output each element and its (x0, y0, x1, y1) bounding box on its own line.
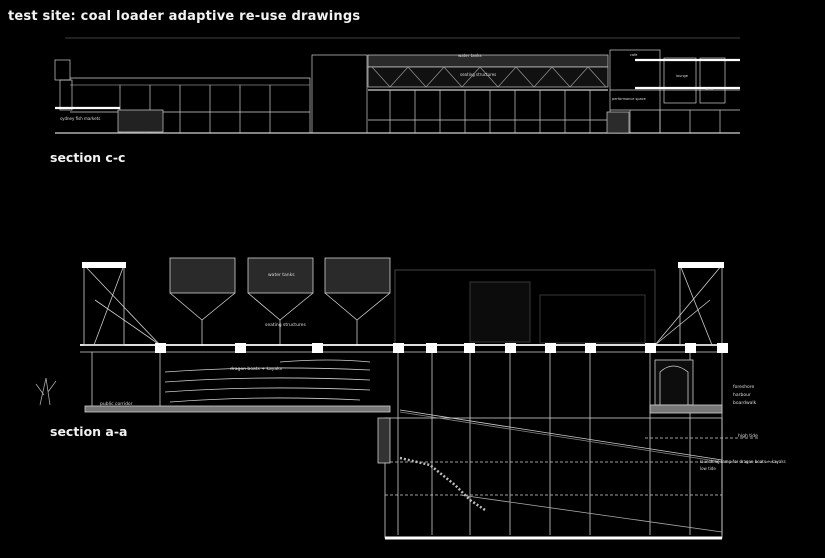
aa-ramp: launching ramp for dragon boats + kayaks (700, 459, 786, 464)
section-cc-label: section c-c (50, 150, 126, 165)
page-title: test site: coal loader adaptive re-use d… (8, 9, 361, 24)
cc-hall-note: performance space (612, 97, 646, 101)
cc-dome-note: lounge (676, 74, 688, 78)
aa-water-tanks: water tanks (268, 272, 295, 278)
cc-water-tanks: water tanks (458, 53, 482, 58)
cc-seating: seating structures (460, 72, 496, 77)
cc-right-a: cafe (630, 53, 637, 57)
section-aa-label: section a-a (50, 424, 128, 439)
aa-seating: seating structures (265, 322, 306, 328)
aa-foreshore: foreshore (733, 384, 755, 390)
cc-right-b: deck (705, 87, 714, 91)
aa-low-tide: low tide (700, 466, 716, 471)
cc-left-note: sydney fish markets (60, 116, 100, 121)
aa-boardwalk: boardwalk (733, 400, 757, 406)
aa-high-tide: high tide (738, 433, 758, 439)
aa-boats: dragon boats + kayaks (230, 366, 283, 372)
aa-corridor: public corridor (100, 401, 133, 407)
aa-harbour: harbour (733, 392, 751, 398)
